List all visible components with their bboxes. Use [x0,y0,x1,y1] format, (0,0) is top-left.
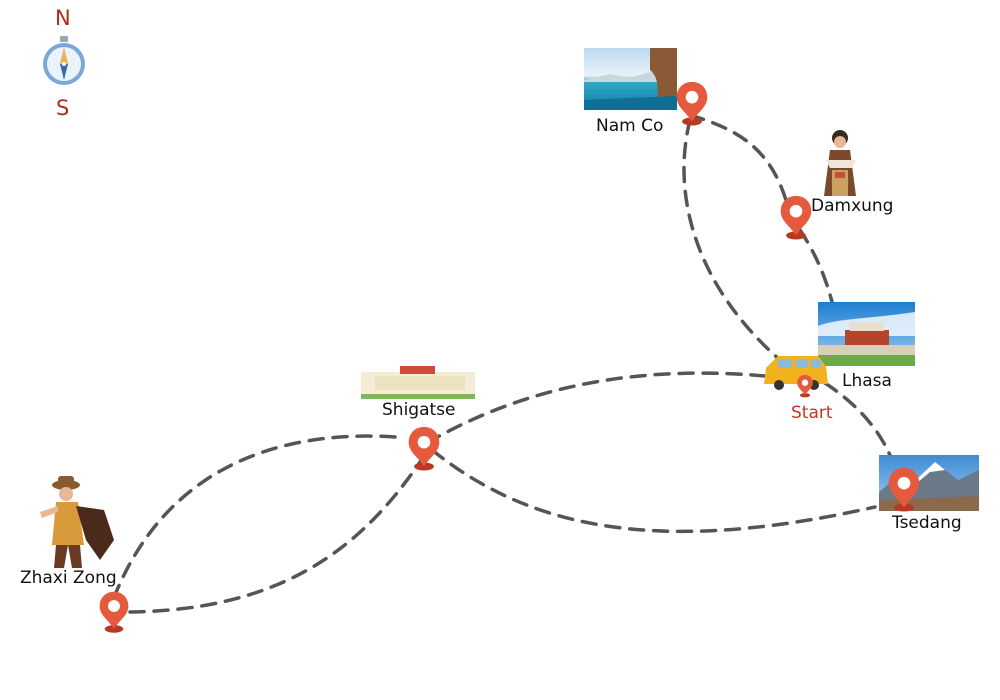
route-zhaxizong-shigatse [128,460,422,614]
damxung-pin-icon[interactable] [780,195,812,240]
compass-south-label: S [56,96,70,120]
route-namco-lhasa [682,118,782,362]
shigatse-pin-icon[interactable] [408,426,440,471]
route-shigatse-tsedang [430,448,877,534]
route-lines [113,113,894,614]
compass-icon [43,36,85,85]
tsedang-label: Tsedang [892,513,962,533]
start-label: Start [791,403,833,423]
shigatse-label: Shigatse [382,400,456,420]
zhaxizong-figure-icon [40,476,114,568]
damxung-figure-icon [824,130,856,196]
lhasa-photo [818,302,915,366]
lhasa-label: Lhasa [842,371,892,391]
zhaxizong-label: Zhaxi Zong [20,568,117,588]
route-lhasa-tsedang [823,381,894,462]
lhasa-start-pin-icon[interactable] [797,374,813,398]
route-shigatse-zhaxizong [113,434,397,597]
shigatse-photo [361,366,475,399]
namco-photo [584,48,677,110]
car-icon [764,356,828,390]
damxung-label: Damxung [811,196,894,216]
compass-north-label: N [55,6,71,30]
namco-label: Nam Co [596,116,664,136]
zhaxizong-pin-icon[interactable] [99,591,129,633]
route-lhasa-shigatse [430,371,767,442]
route-namco-damxung [688,113,792,217]
